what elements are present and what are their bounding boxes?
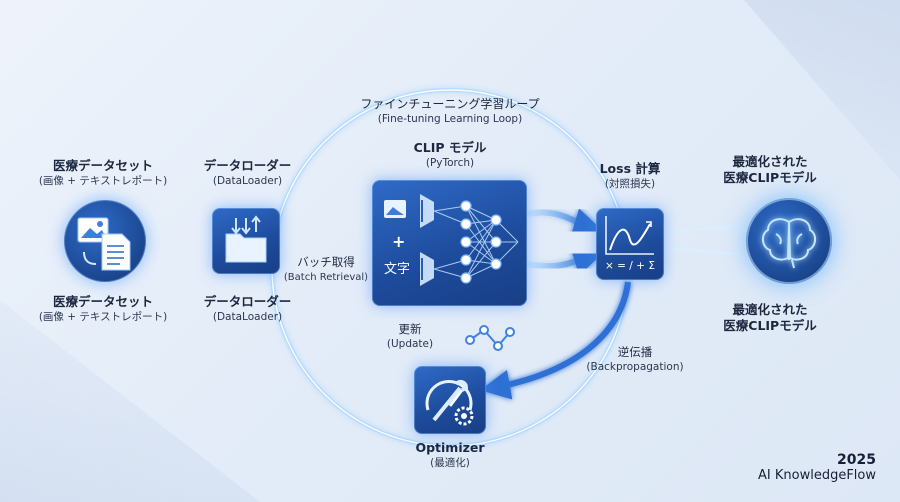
dataset-subtitle: (画像 + テキストレポート) [38,175,168,187]
loop-title-text: ファインチューニング学習ループ [360,97,540,111]
loss-node: × = / + Σ [596,208,664,280]
loader-title: データローダー [203,294,292,309]
loader-label-top: データローダー (DataLoader) [180,158,315,189]
update-title: 更新 [398,322,422,336]
arrow-clip-loss-top [526,208,604,238]
dataset-subtitle: (画像 + テキストレポート) [38,311,168,323]
clip-plus: + [392,232,406,251]
update-label: 更新 (Update) [380,322,440,352]
dataset-title: 医療データセット [52,294,153,309]
loop-title: ファインチューニング学習ループ (Fine-tuning Learning Lo… [330,96,570,127]
optimized-line1: 最適化された [732,302,808,317]
optimized-label-bottom: 最適化された 医療CLIPモデル [710,302,830,334]
backprop-label: 逆伝播 (Backpropagation) [580,345,690,375]
batch-title: バッチ取得 [297,255,355,269]
loss-chart-icon [605,216,654,255]
dataloader-node [212,208,280,274]
clip-subtitle: (PyTorch) [425,157,475,169]
batch-subtitle: (Batch Retrieval) [283,272,369,283]
backprop-subtitle: (Backpropagation) [586,361,684,373]
loader-title: データローダー [203,158,292,173]
dataset-label-top: 医療データセット (画像 + テキストレポート) [28,158,178,189]
arrow-backprop [480,281,631,400]
optimized-line2: 医療CLIPモデル [723,170,817,185]
brand-year: 2025 [837,452,876,468]
dataset-label-bottom: 医療データセット (画像 + テキストレポート) [28,294,178,325]
parameter-graph-icon [465,325,515,351]
gauge-wrench-icon [425,379,474,426]
optimized-label-top: 最適化された 医療CLIPモデル [710,154,830,186]
dataset-node [64,200,146,282]
brain-icon [762,218,816,269]
clip-text-glyph: 文字 [384,262,411,277]
loss-label: Loss 計算 (対照損失) [575,161,685,192]
clip-model-node: + 文字 [372,180,527,306]
folder-icon [225,215,267,263]
dataset-title: 医療データセット [52,158,153,173]
neural-network-icon [384,194,519,286]
optimized-line1: 最適化された [732,154,808,169]
brand-name: AI KnowledgeFlow [758,468,876,483]
brand: 2025 AI KnowledgeFlow [758,452,876,483]
optimizer-label: Optimizer (最適化) [390,440,510,471]
loader-subtitle: (DataLoader) [212,175,283,187]
optimized-line2: 医療CLIPモデル [723,318,817,333]
optimized-model-node [746,198,832,284]
backprop-title: 逆伝播 [617,345,653,359]
loader-label-bottom: データローダー (DataLoader) [180,294,315,325]
optimizer-subtitle: (最適化) [430,457,470,469]
loss-formula: × = / + Σ [605,260,655,272]
arrow-clip-loss-bottom [526,246,604,276]
batch-label: バッチ取得 (Batch Retrieval) [280,255,372,285]
optimizer-title: Optimizer [415,440,485,455]
update-subtitle: (Update) [386,338,434,350]
loop-subtitle-text: (Fine-tuning Learning Loop) [377,113,523,125]
loss-subtitle: (対照損失) [604,178,656,190]
loader-subtitle: (DataLoader) [212,311,283,323]
image-report-icon [77,217,131,271]
clip-title: CLIP モデル [413,140,487,155]
loss-title: Loss 計算 [599,161,661,176]
clip-label: CLIP モデル (PyTorch) [380,140,520,171]
optimizer-node [414,366,486,434]
